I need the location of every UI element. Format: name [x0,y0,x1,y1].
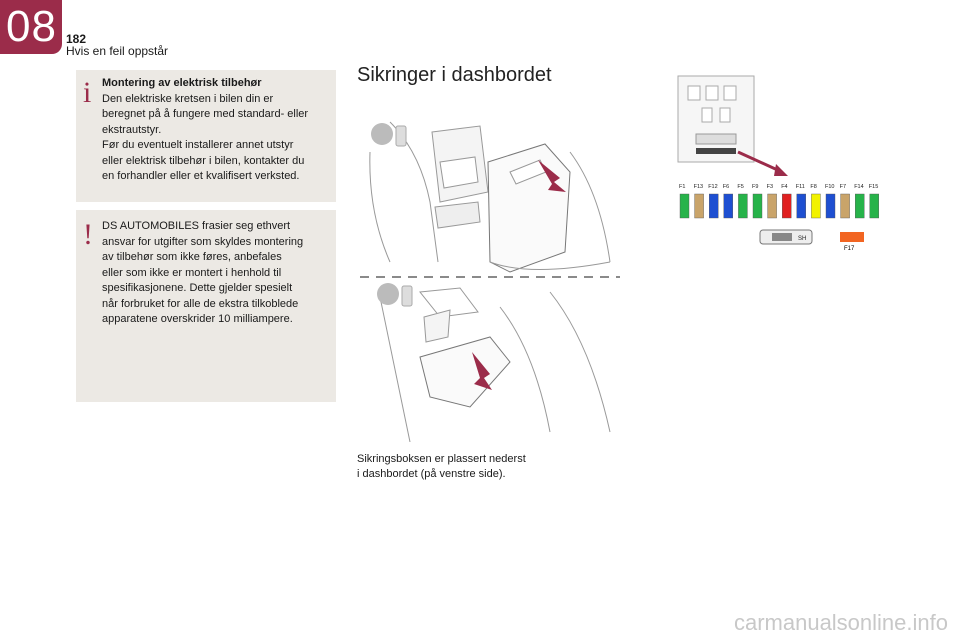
info-line: Før du eventuelt installerer annet utsty… [102,139,294,151]
warning-line: av tilbehør som ikke føres, anbefales [102,251,282,263]
fuse-f14 [854,193,865,219]
fuse-label: F7 [840,184,846,190]
fuse-row [696,148,736,154]
info-icon: i [83,76,92,109]
info-line: en forhandler eller et kvalifisert verks… [102,170,300,182]
warning-line: spesifikasjonene. Dette gjelder spesielt [102,282,293,294]
warning-line: ansvar for utgifter som skyldes monterin… [102,235,304,248]
fuse-label: F5 [737,184,743,190]
warning-box: ! DS AUTOMOBILES frasier seg ethvert ans… [76,210,336,402]
shunt-label: SH [798,236,806,242]
info-line: ekstrautstyr. [102,123,162,136]
arrow-icon [774,164,788,176]
watermark: carmanualsonline.info [733,610,948,635]
fuse-f13 [694,193,704,219]
fuse-f17 [840,232,864,242]
fuse-label: F11 [796,184,805,190]
fuse-f12 [709,193,719,219]
fuse-label: F3 [767,184,773,190]
info-line: beregnet på å fungere med standard- elle… [102,108,309,120]
fuse-f6 [723,193,733,219]
arrow-icon [538,160,566,192]
fuse-f10 [825,193,836,219]
fusebox-diagram: F1 F13 F12 F6 F5 F9 F3 F4 F11 F8 F10 F7 F14 F15 SH F1… [677,75,880,252]
warning-line: når forbruket for alle de ekstra tilkobl… [102,297,299,310]
caption-line: i dashbordet (på venstre side). [357,468,506,480]
fuse-label: F13 [694,184,703,190]
page-heading: Sikringer i dashbordet [357,64,552,86]
fuse-f1 [679,193,690,219]
fuse-label: F9 [752,184,758,190]
warning-line: apparatene overskrider 10 milliampere. [102,313,293,325]
warning-line: eller som ikke er montert i henhold til [102,266,282,279]
caption-line: Sikringsboksen er plassert nederst [357,453,526,465]
fuse-label: F1 [679,184,685,190]
caption: Sikringsboksen er plassert nederst i das… [357,452,577,482]
fuse-label: F14 [854,184,863,190]
fuse-f11 [796,193,807,219]
section-title: Hvis en feil oppstår [66,44,169,58]
fuse-label: F15 [869,184,878,190]
info-line: eller elektrisk tilbehør i bilen, kontak… [102,154,305,167]
warning-icon: ! [83,218,93,251]
page-number: 182 [66,32,87,46]
info-box: i Montering av elektrisk tilbehør Den el… [76,70,336,202]
fuse-f17-label: F17 [844,246,855,252]
fuse-label: F10 [825,184,834,190]
fuse-f7 [840,193,850,219]
fuse-label: F8 [810,184,816,190]
fuse-label: F4 [781,184,787,190]
steering-wheel-icon [377,283,399,305]
arrow-icon [472,352,492,390]
fuse-f8 [811,193,821,219]
info-line: Den elektriske kretsen i bilen din er [102,92,274,105]
fuse-f15 [869,193,880,219]
fuse-f4 [781,193,792,219]
warning-line: DS AUTOMOBILES frasier seg ethvert [102,220,291,232]
fuse-f9 [752,193,763,219]
dashboard-illustration [360,121,620,442]
info-box-text: Montering av elektrisk tilbehør Den elek… [102,76,330,185]
chapter-number: 08 [6,2,57,51]
fuse-label: F6 [723,184,729,190]
fuse-label: F12 [708,184,717,190]
fuse-f5 [738,193,748,219]
warning-box-text: DS AUTOMOBILES frasier seg ethvert ansva… [102,219,330,328]
info-box-title: Montering av elektrisk tilbehør [102,77,262,89]
fuse-f3 [767,193,777,219]
chapter-tab: 08 [0,0,62,54]
steering-wheel-icon [371,123,393,145]
